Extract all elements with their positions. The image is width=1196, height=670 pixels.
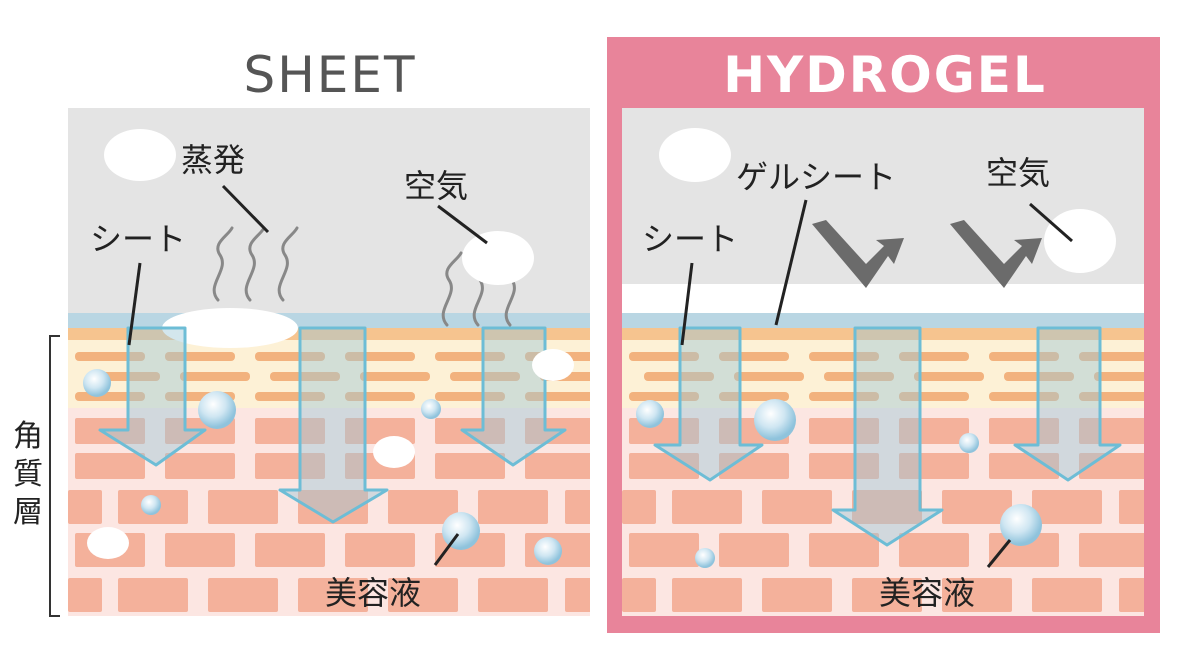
arrow-2 [278, 326, 389, 524]
label-serum-left: 美容液 [325, 574, 421, 612]
hydrogel-panel-title: HYDROGEL [723, 46, 1047, 104]
air-bubbles [659, 128, 1116, 273]
hydrogel-panel [622, 108, 1144, 616]
leader-lines [680, 199, 1073, 568]
sheet-panel [68, 108, 590, 616]
serum-bubbles [636, 399, 1042, 568]
sheet-panel-title: SHEET [243, 46, 417, 104]
label-air-left: 空気 [404, 167, 468, 205]
side-label-char: 質 [13, 457, 43, 492]
penetration-arrows [98, 326, 567, 524]
sheet-layer [68, 313, 590, 328]
stratum-bracket [49, 335, 60, 617]
label-sheet-right: シート [642, 220, 738, 258]
arrow-3 [1013, 326, 1122, 482]
bounce-arrow-icon [812, 220, 904, 288]
label-serum-right: 美容液 [879, 574, 975, 612]
arrow-1 [98, 326, 207, 467]
label-evaporation: 蒸発 [181, 141, 245, 179]
arrow-1 [653, 326, 764, 482]
label-gel-sheet: ゲルシート [736, 158, 896, 196]
air-gap [162, 308, 298, 348]
stratum-stripes [622, 328, 1144, 401]
side-label-char: 層 [13, 495, 43, 530]
penetration-arrows [653, 326, 1122, 547]
arrow-2 [831, 326, 944, 547]
stratum-corneum-label: 角 質 層 [10, 418, 46, 532]
leader-lines [127, 184, 488, 566]
label-sheet-left: シート [90, 220, 186, 258]
sheet-layer [622, 313, 1144, 328]
side-label-char: 角 [13, 419, 43, 454]
bounce-arrow-icon [950, 220, 1042, 288]
label-air-right: 空気 [986, 154, 1050, 192]
gel-sheet-layer [622, 284, 1144, 314]
blocked-air-icons [812, 220, 1042, 288]
air-bubbles [87, 129, 574, 559]
